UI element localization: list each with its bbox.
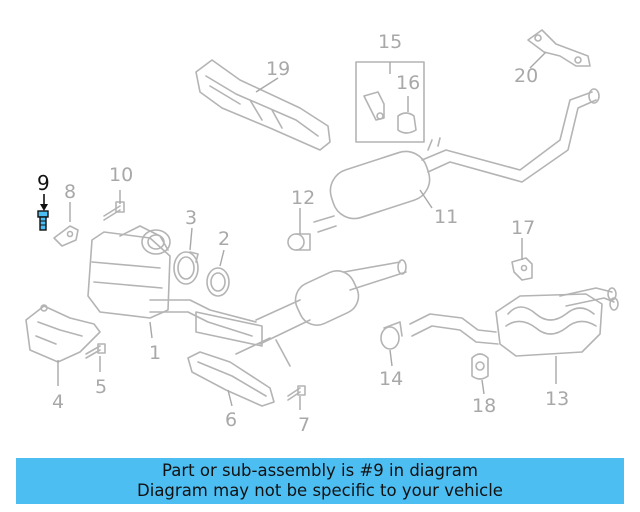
callout-9: 9 — [37, 171, 50, 195]
part-16-rubber-mount — [397, 112, 417, 134]
callout-17: 17 — [511, 217, 535, 239]
callout-13: 13 — [545, 388, 569, 410]
part-6-heat-shield — [187, 351, 275, 407]
callout-8: 8 — [64, 181, 76, 203]
banner-line-disclaimer: Diagram may not be specific to your vehi… — [137, 481, 503, 500]
callout-14: 14 — [379, 368, 403, 390]
callout-6: 6 — [225, 409, 237, 431]
highlight-leader — [40, 194, 48, 211]
callout-19: 19 — [266, 58, 290, 80]
info-banner: Part or sub-assembly is #9 in diagram Di… — [16, 458, 624, 504]
part-17-hanger-bracket — [511, 257, 533, 281]
part-3-clamp — [173, 251, 199, 285]
leader-lines — [57, 51, 557, 410]
callout-5: 5 — [95, 376, 107, 398]
callout-16: 16 — [396, 72, 420, 94]
callout-12: 12 — [291, 187, 315, 209]
callout-2: 2 — [218, 228, 230, 250]
callout-20: 20 — [514, 65, 538, 87]
part-20-bracket — [527, 29, 591, 67]
banner-line-part: Part or sub-assembly is #9 in diagram — [162, 461, 478, 480]
callout-11: 11 — [434, 206, 458, 228]
part-14-clamp — [380, 321, 403, 350]
part-2-gasket — [206, 267, 230, 297]
part-1-catalytic-converter — [87, 225, 407, 367]
part-8-bracket — [53, 225, 79, 247]
callout-4: 4 — [52, 391, 64, 413]
part-18-rubber-mount — [471, 353, 489, 380]
part-5-bolt — [85, 343, 106, 359]
part-11-muffler-assembly — [313, 88, 600, 233]
part-19-heat-shield — [195, 59, 331, 151]
part-13-rear-muffler — [409, 287, 619, 357]
exhaust-parts-diagram: 1 2 3 4 5 6 7 8 9 10 11 12 13 14 15 16 1… — [25, 29, 619, 436]
part-7-bolt — [287, 385, 306, 401]
callout-7: 7 — [298, 414, 310, 436]
part-9-bolt[interactable] — [37, 210, 49, 231]
callout-10: 10 — [109, 164, 133, 186]
callout-3: 3 — [185, 207, 197, 229]
part-10-bolt — [103, 201, 125, 221]
callout-18: 18 — [472, 395, 496, 417]
callout-1: 1 — [149, 342, 161, 364]
callout-15: 15 — [378, 31, 402, 53]
part-12-clamp — [287, 233, 311, 251]
part-4-heat-shield — [25, 304, 101, 363]
